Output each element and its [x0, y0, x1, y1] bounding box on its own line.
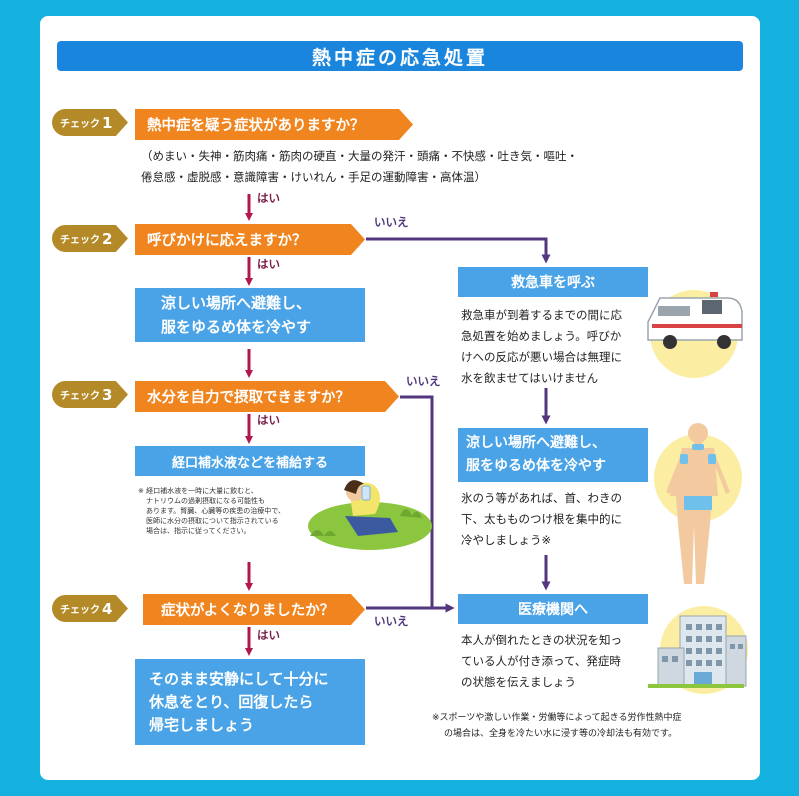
check-1-question: 熱中症を疑う症状がありますか？: [135, 109, 413, 140]
fluid-note: ※ 経口補水液を一時に大量に飲むと、 ナトリウムの過剰摂取になる可能性も ありま…: [138, 486, 328, 536]
symptom-line-1: （めまい・失神・筋肉痛・筋肉の硬直・大量の発汗・頭痛・不快感・吐き気・嘔吐・: [141, 149, 578, 163]
check-3-number: 3: [102, 385, 113, 404]
rest-line-1: そのまま安静にして十分に: [149, 669, 329, 688]
right-cool-text-line-1: 氷のう等があれば、首、わきの: [461, 491, 622, 505]
no-arrow-3: [400, 395, 455, 613]
check-4-number: 4: [102, 599, 113, 618]
yes-label-4: はい: [257, 628, 280, 642]
ambulance-text-line-3: けへの反応が悪い場合は無理に: [461, 350, 622, 364]
rest-line-3: 帰宅しましょう: [149, 715, 255, 734]
ambulance-text-line-2: 急処置を始めましょう。呼びか: [461, 329, 622, 343]
fluid-note-line-3: あります。腎臓、心臓等の疾患の治療中で、: [146, 507, 286, 515]
right-cool-line-1: 涼しい場所へ避難し、: [466, 435, 606, 451]
symptom-list: （めまい・失神・筋肉痛・筋肉の硬直・大量の発汗・頭痛・不快感・吐き気・嘔吐・ 倦…: [141, 146, 751, 188]
check-4-question: 症状がよくなりましたか？: [143, 594, 365, 625]
ambulance-text-line-4: 水を飲ませてはいけません: [461, 371, 599, 385]
fluid-note-line-4: 医師に水分の摂取について指示されている: [146, 517, 279, 525]
hospital-box: 医療機関へ: [458, 594, 648, 624]
right-cool-line-2: 服をゆるめ体を冷やす: [466, 458, 606, 474]
left-cool-line-1: 涼しい場所へ避難し、: [161, 294, 312, 312]
check-2-question: 呼びかけに応えますか？: [135, 224, 365, 255]
yes-label-3: はい: [257, 413, 280, 427]
right-cool-box: 涼しい場所へ避難し、 服をゆるめ体を冷やす: [458, 428, 648, 482]
symptom-line-2: 倦怠感・虚脱感・意識障害・けいれん・手足の運動障害・高体温）: [141, 170, 486, 184]
no-label-3: いいえ: [406, 374, 441, 388]
left-cool-box: 涼しい場所へ避難し、 服をゆるめ体を冷やす: [135, 288, 365, 342]
no-label-2: いいえ: [374, 215, 409, 229]
check-3-question: 水分を自力で摂取できますか？: [135, 381, 399, 412]
hospital-text-line-3: の状態を伝えましょう: [461, 675, 576, 689]
check-2-label: チェック: [60, 235, 100, 246]
check-3-label: チェック: [60, 391, 100, 402]
ambulance-text-line-1: 救急車が到着するまでの間に応: [461, 308, 622, 322]
footnote-line-1: ※スポーツや激しい作業・労働等によって起きる労作性熱中症: [432, 713, 682, 723]
rest-line-2: 休息をとり、回復したら: [149, 692, 314, 711]
hospital-text-line-1: 本人が倒れたときの状況を知っ: [461, 633, 622, 647]
right-cool-text: 氷のう等があれば、首、わきの 下、太もものつけ根を集中的に 冷やしましょう※: [461, 488, 661, 551]
hospital-text: 本人が倒れたときの状況を知っ ている人が付き添って、発症時 の状態を伝えましょう: [461, 630, 661, 693]
ambulance-text: 救急車が到着するまでの間に応 急処置を始めましょう。呼びか けへの反応が悪い場合…: [461, 305, 661, 389]
footnote-line-2: の場合は、全身を冷たい水に浸す等の冷却法も有効です。: [444, 729, 678, 739]
fluid-box: 経口補水液などを補給する: [135, 446, 365, 476]
check-1-label: チェック: [60, 119, 100, 130]
hospital-illustration: [648, 606, 748, 694]
left-cool-line-2: 服をゆるめ体を冷やす: [161, 318, 312, 336]
body-cooling-illustration: [654, 423, 742, 584]
check-4-label: チェック: [60, 605, 100, 616]
drinking-person-illustration: [308, 480, 432, 550]
rest-box: そのまま安静にして十分に 休息をとり、回復したら 帰宅しましょう: [135, 659, 365, 745]
ambulance-box: 救急車を呼ぶ: [458, 267, 648, 297]
fluid-note-line-2: ナトリウムの過剰摂取になる可能性も: [146, 497, 265, 505]
flow-arrows: [245, 194, 748, 694]
check-2-number: 2: [102, 229, 113, 248]
no-arrow-2: [366, 237, 551, 264]
fluid-note-line-5: 場合は、指示に従ってください。: [146, 527, 251, 535]
no-label-4: いいえ: [374, 614, 409, 628]
page-title: 熱中症の応急処置: [57, 41, 743, 71]
fluid-note-line-1: ※ 経口補水液を一時に大量に飲むと、: [138, 487, 258, 495]
yes-label-1: はい: [257, 191, 280, 205]
ambulance-illustration: [647, 290, 743, 378]
check-1-number: 1: [102, 113, 113, 132]
yes-label-2: はい: [257, 257, 280, 271]
right-cool-text-line-3: 冷やしましょう※: [461, 533, 552, 547]
hospital-text-line-2: ている人が付き添って、発症時: [461, 654, 621, 668]
footnote: ※スポーツや激しい作業・労働等によって起きる労作性熱中症 の場合は、全身を冷たい…: [432, 710, 752, 742]
right-cool-text-line-2: 下、太もものつけ根を集中的に: [461, 512, 622, 526]
